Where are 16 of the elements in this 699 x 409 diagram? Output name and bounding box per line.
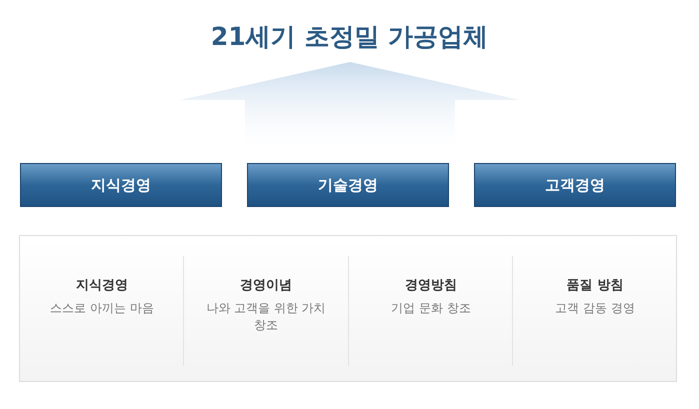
box-label: 기술경영 bbox=[318, 176, 378, 194]
title: 21세기 초정밀 가공업체 bbox=[210, 21, 490, 53]
column-text: 나와 고객을 위한 가치 창조 bbox=[205, 300, 327, 334]
column-heading: 품질 방침 bbox=[566, 277, 624, 294]
category-box bbox=[20, 163, 222, 207]
info-panel bbox=[19, 235, 677, 382]
column-heading: 경영이념 bbox=[240, 277, 292, 294]
column-text: 스스로 아끼는 마음 bbox=[49, 300, 155, 317]
category-box bbox=[474, 163, 676, 207]
column-heading: 지식경영 bbox=[76, 277, 128, 294]
category-box bbox=[247, 163, 449, 207]
column-heading: 경영방침 bbox=[405, 277, 457, 294]
column-text: 고객 감동 경영 bbox=[554, 300, 636, 317]
box-label: 지식경영 bbox=[91, 176, 151, 194]
box-label: 고객경영 bbox=[545, 176, 605, 194]
column-text: 기업 문화 창조 bbox=[390, 300, 472, 317]
